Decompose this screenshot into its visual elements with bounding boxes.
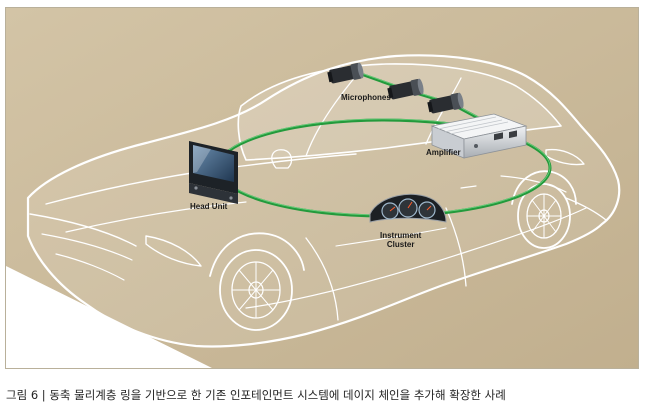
head-unit-label: Head Unit	[190, 202, 228, 211]
car-network-diagram	[6, 8, 638, 368]
head-unit-icon	[189, 141, 238, 204]
microphone-icon	[387, 78, 424, 100]
background-white-corner	[6, 266, 212, 368]
instrument-cluster-label-line1: Instrument	[380, 231, 422, 240]
microphone-icon	[327, 62, 364, 84]
figure-caption: 그림 6 | 동축 물리계층 링을 기반으로 한 기존 인포테인먼트 시스템에 …	[6, 388, 506, 402]
instrument-cluster-label-line2: Cluster	[386, 240, 415, 249]
rear-wheel	[517, 183, 571, 249]
microphone-chain-cable	[360, 72, 483, 122]
microphones-label: Microphones	[341, 93, 391, 102]
instrument-cluster-icon	[369, 193, 447, 223]
diagram-figure: Microphones Amplifier Head Unit Instrume…	[5, 7, 639, 369]
instrument-cluster-label: Instrument Cluster	[380, 231, 421, 249]
amplifier-icon	[430, 113, 528, 159]
front-wheel	[219, 249, 293, 331]
microphone-icon	[427, 92, 464, 114]
amplifier-label: Amplifier	[426, 148, 461, 157]
